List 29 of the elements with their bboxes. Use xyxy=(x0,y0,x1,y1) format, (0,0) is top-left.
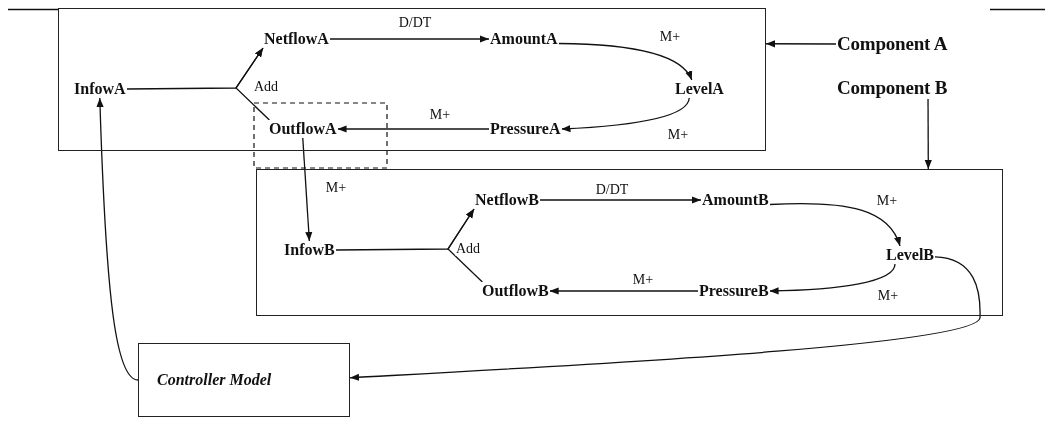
arrow xyxy=(769,202,901,247)
arrow xyxy=(349,256,981,381)
arrow xyxy=(924,98,932,170)
controller-box: Controller Model xyxy=(138,343,350,417)
arrow xyxy=(539,196,702,204)
edge-label: Add xyxy=(252,78,280,94)
edge-label: M+ xyxy=(876,287,900,303)
variable-name: AmountA xyxy=(489,30,559,48)
arrow xyxy=(560,97,690,133)
arrow xyxy=(329,35,490,43)
edge-label: D/DT xyxy=(397,14,433,30)
arrow xyxy=(557,42,693,81)
arrow xyxy=(96,97,139,381)
edge-label: D/DT xyxy=(594,181,630,197)
edge-label: Add xyxy=(454,240,482,256)
arrow xyxy=(769,263,896,295)
edge-label: M+ xyxy=(658,28,682,44)
arrow xyxy=(447,208,483,283)
arrow xyxy=(336,125,490,133)
arrow xyxy=(235,47,271,121)
arrow xyxy=(302,137,313,242)
edge-label: M+ xyxy=(631,271,655,287)
edge-label: M+ xyxy=(428,106,452,122)
arrow xyxy=(549,287,699,295)
variable-name: AmountB xyxy=(701,191,770,209)
arrow xyxy=(765,40,837,48)
edge-label: M+ xyxy=(324,179,348,195)
edge-label: M+ xyxy=(666,126,690,142)
edge-label: M+ xyxy=(875,192,899,208)
